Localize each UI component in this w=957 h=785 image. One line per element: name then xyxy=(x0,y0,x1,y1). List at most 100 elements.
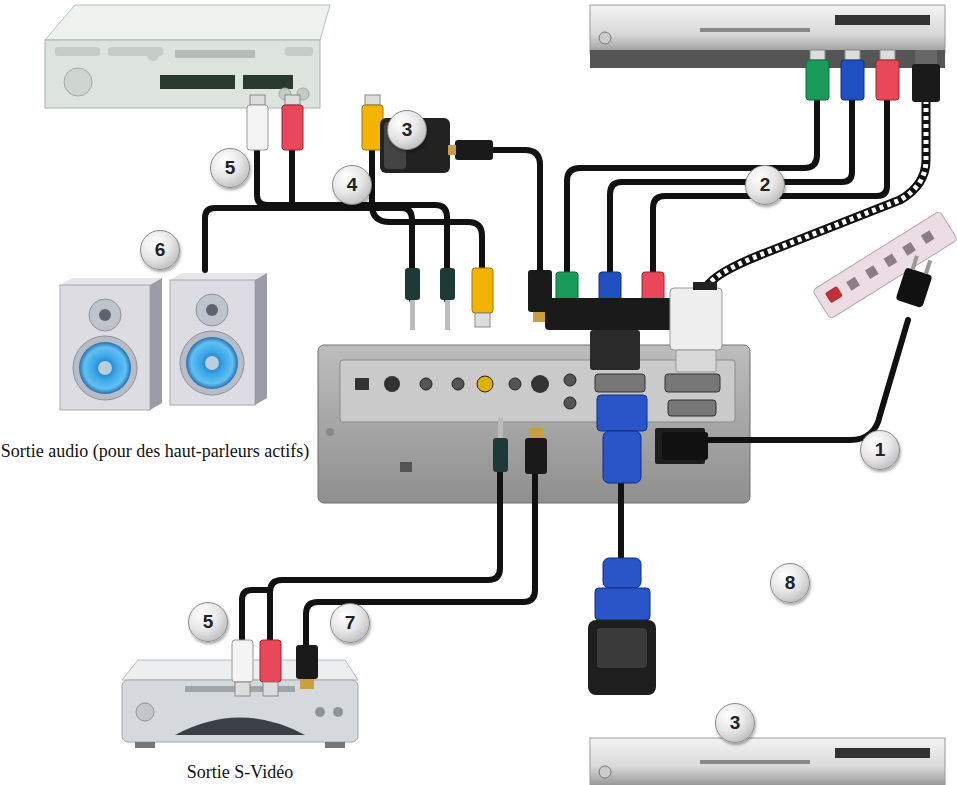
vcr-device xyxy=(45,5,330,108)
vga-plug xyxy=(595,588,650,620)
dvd-display xyxy=(175,718,305,736)
hdmi-cable xyxy=(705,100,926,290)
port xyxy=(665,374,720,392)
audio-cable xyxy=(242,470,500,640)
scart-adapter xyxy=(588,620,656,695)
device-node: Sortie audio (pour des haut-parleurs act… xyxy=(0,262,310,462)
dvd-jack xyxy=(333,707,343,717)
port xyxy=(531,375,549,393)
wall-plug xyxy=(895,254,936,308)
woofer-cap xyxy=(205,356,219,370)
callout-number: 1 xyxy=(860,430,900,470)
svideo-plug xyxy=(296,645,318,679)
port xyxy=(355,378,369,390)
strip-outlet xyxy=(902,242,916,256)
vcr-knob xyxy=(64,68,92,96)
vga-cable xyxy=(618,480,624,560)
port xyxy=(564,397,576,409)
dvd-foot xyxy=(325,742,345,748)
svideo-pin xyxy=(300,679,314,689)
receiver-button xyxy=(599,766,611,778)
rca-tip xyxy=(250,95,265,105)
svideo-pin xyxy=(533,312,547,322)
dvd-foot xyxy=(135,742,155,748)
scart-adapter xyxy=(597,628,647,668)
receiver-body xyxy=(590,5,945,53)
speaker-side xyxy=(150,278,162,410)
woofer-cap xyxy=(98,361,112,375)
plugs xyxy=(232,50,940,696)
minijack-tip xyxy=(410,300,415,330)
hdmi-plug xyxy=(912,64,940,102)
rca-plug-white xyxy=(247,105,268,150)
vcr-button xyxy=(285,47,313,56)
device-caption: Sortie S-Vidéo xyxy=(110,762,370,783)
port xyxy=(420,378,432,390)
rca-plug-white xyxy=(232,640,253,682)
lock-slot xyxy=(400,462,412,472)
callout-number: 6 xyxy=(140,230,180,270)
port xyxy=(452,378,464,390)
speakers xyxy=(60,273,267,410)
svideo-plug xyxy=(455,140,493,160)
woofer-ring xyxy=(73,336,137,400)
dvi-plug xyxy=(670,288,722,350)
minijack-tip xyxy=(498,418,503,438)
tweeter xyxy=(206,304,218,316)
screw xyxy=(326,428,334,436)
vcr-display xyxy=(160,75,235,89)
strip-outlet xyxy=(865,265,879,279)
vcr-display xyxy=(243,75,293,89)
component-cable xyxy=(567,98,817,282)
rca-plug-blue xyxy=(841,60,864,100)
device-caption: Sortie audio (pour des haut-parleurs act… xyxy=(0,441,310,462)
rca-tip xyxy=(285,95,300,105)
callout-number: 5 xyxy=(188,602,228,642)
port xyxy=(595,374,645,392)
tweeter xyxy=(89,299,121,331)
vga-plug xyxy=(603,431,641,483)
component-adapter xyxy=(545,298,675,330)
receiver-display xyxy=(835,15,930,25)
hdmi-cable xyxy=(705,100,926,290)
callout-number: 3 xyxy=(387,110,427,150)
speaker-top xyxy=(60,278,162,285)
rca-plug-red xyxy=(282,105,303,150)
rca-plug-yellow xyxy=(362,105,383,150)
port xyxy=(384,376,400,392)
vcr-front xyxy=(45,40,320,108)
rca-plug-yellow xyxy=(472,268,493,313)
dvi-plug xyxy=(676,350,716,372)
minijack-plug xyxy=(440,268,455,300)
wall-plug-pin xyxy=(924,260,932,275)
rca-plug-green xyxy=(556,272,578,302)
svideo-pin xyxy=(529,428,543,438)
component-adapter xyxy=(590,330,640,370)
rca-plug-red xyxy=(642,272,664,302)
woofer xyxy=(186,337,238,389)
rca-tip xyxy=(263,682,278,696)
vcr-top xyxy=(45,5,330,40)
tweeter xyxy=(99,309,111,321)
woofer xyxy=(79,342,131,394)
receiver-slot xyxy=(700,28,810,32)
rca-tip xyxy=(475,313,490,327)
port xyxy=(564,374,576,386)
cables xyxy=(205,98,908,645)
rca-tip xyxy=(235,682,250,696)
woofer-ring xyxy=(180,331,244,395)
vcr-button xyxy=(147,49,159,61)
receiver-button xyxy=(599,32,611,44)
vcr-slot xyxy=(175,50,255,58)
av-receiver xyxy=(590,738,945,785)
speaker-side xyxy=(255,273,267,405)
vga-plug xyxy=(597,395,647,431)
callout-number: 3 xyxy=(715,703,755,743)
device-node: Sortie S-Vidéo xyxy=(110,650,370,783)
tweeter xyxy=(196,294,228,326)
receiver-slot xyxy=(700,760,810,764)
dvd-front xyxy=(122,680,358,742)
hdmi-tip xyxy=(915,50,937,64)
